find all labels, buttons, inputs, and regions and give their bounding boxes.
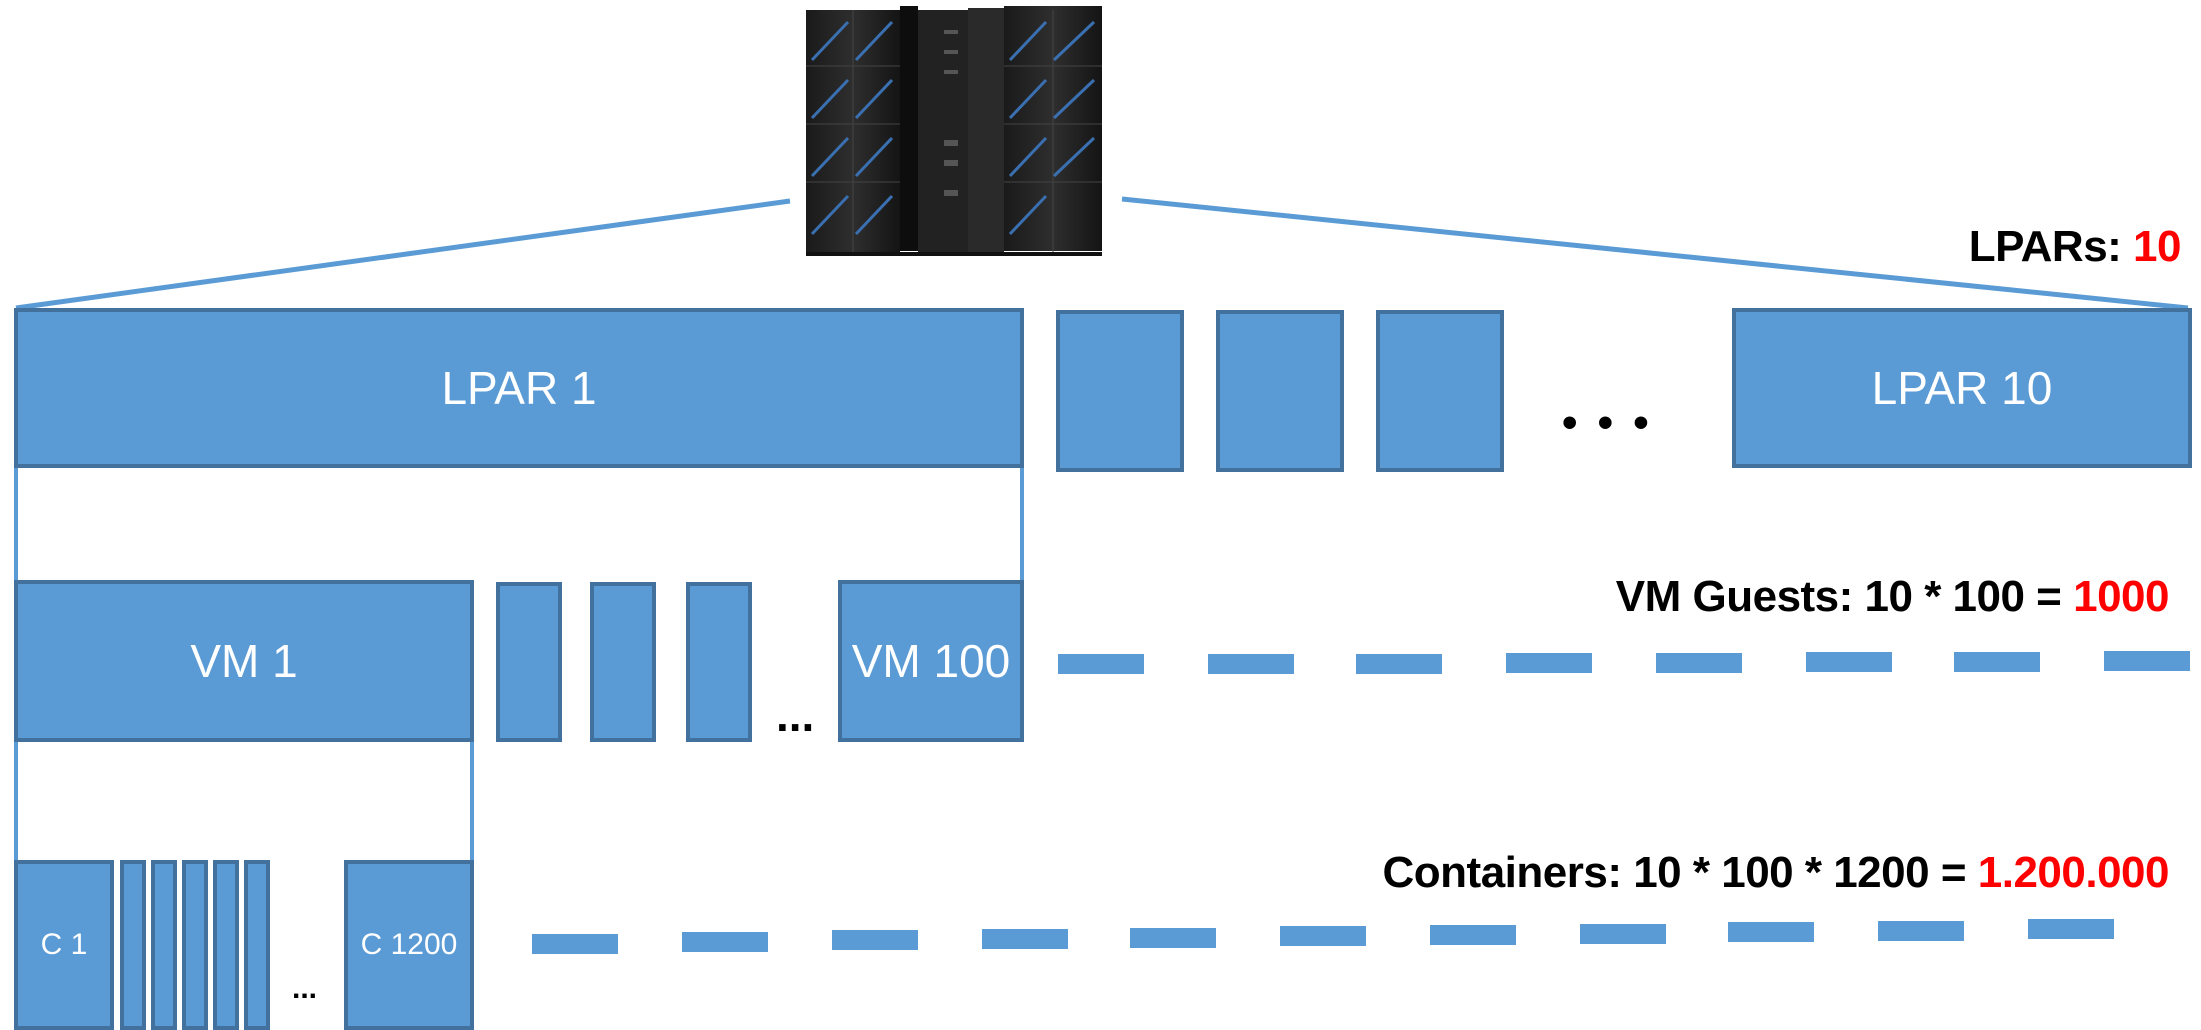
vm-guests-equation-value: 1000 <box>2073 572 2169 621</box>
lpar-box <box>1216 310 1344 472</box>
containers-equation-text: Containers: 10 * 100 * 1200 = <box>1382 848 1978 897</box>
containers-equation-value: 1.200.000 <box>1977 848 2170 897</box>
lpar-1-label: LPAR 1 <box>441 362 597 414</box>
container-1200-label: C 1200 <box>360 928 458 961</box>
vm-100-box: VM 100 <box>838 580 1024 742</box>
lpar-1-box: LPAR 1 <box>14 308 1024 468</box>
lpar-box <box>1376 310 1504 472</box>
containers-equation: Containers: 10 * 100 * 1200 = 1.200.000 <box>1382 848 2170 898</box>
vm-guests-equation-text: VM Guests: 10 * 100 = <box>1615 572 2074 621</box>
container-1200-box: C 1200 <box>344 860 474 1030</box>
container-ellipsis: ... <box>292 972 318 1005</box>
vm-box <box>590 582 656 742</box>
lpar-10-box: LPAR 10 <box>1732 308 2192 468</box>
vm-box <box>686 582 752 742</box>
container-1-box: C 1 <box>14 860 114 1030</box>
vm-100-label: VM 100 <box>851 635 1011 687</box>
lpar-box <box>1056 310 1184 472</box>
container-box <box>244 860 270 1030</box>
container-box <box>213 860 239 1030</box>
lpars-equation-value: 10 <box>2133 222 2181 271</box>
container-box <box>151 860 177 1030</box>
vm-box <box>496 582 562 742</box>
container-box <box>182 860 208 1030</box>
vm-1-label: VM 1 <box>190 635 298 687</box>
vm-guests-equation: VM Guests: 10 * 100 = 1000 <box>1615 572 2170 622</box>
lpars-equation: LPARs: 10 <box>1968 222 2182 272</box>
lpar-ellipsis: • • • <box>1562 398 1653 447</box>
container-1-label: C 1 <box>40 928 88 961</box>
lpar-10-label: LPAR 10 <box>1871 362 2053 414</box>
vm-1-box: VM 1 <box>14 580 474 742</box>
container-box <box>120 860 146 1030</box>
vm-ellipsis: ... <box>776 689 815 741</box>
lpars-equation-text: LPARs: <box>1968 222 2134 271</box>
